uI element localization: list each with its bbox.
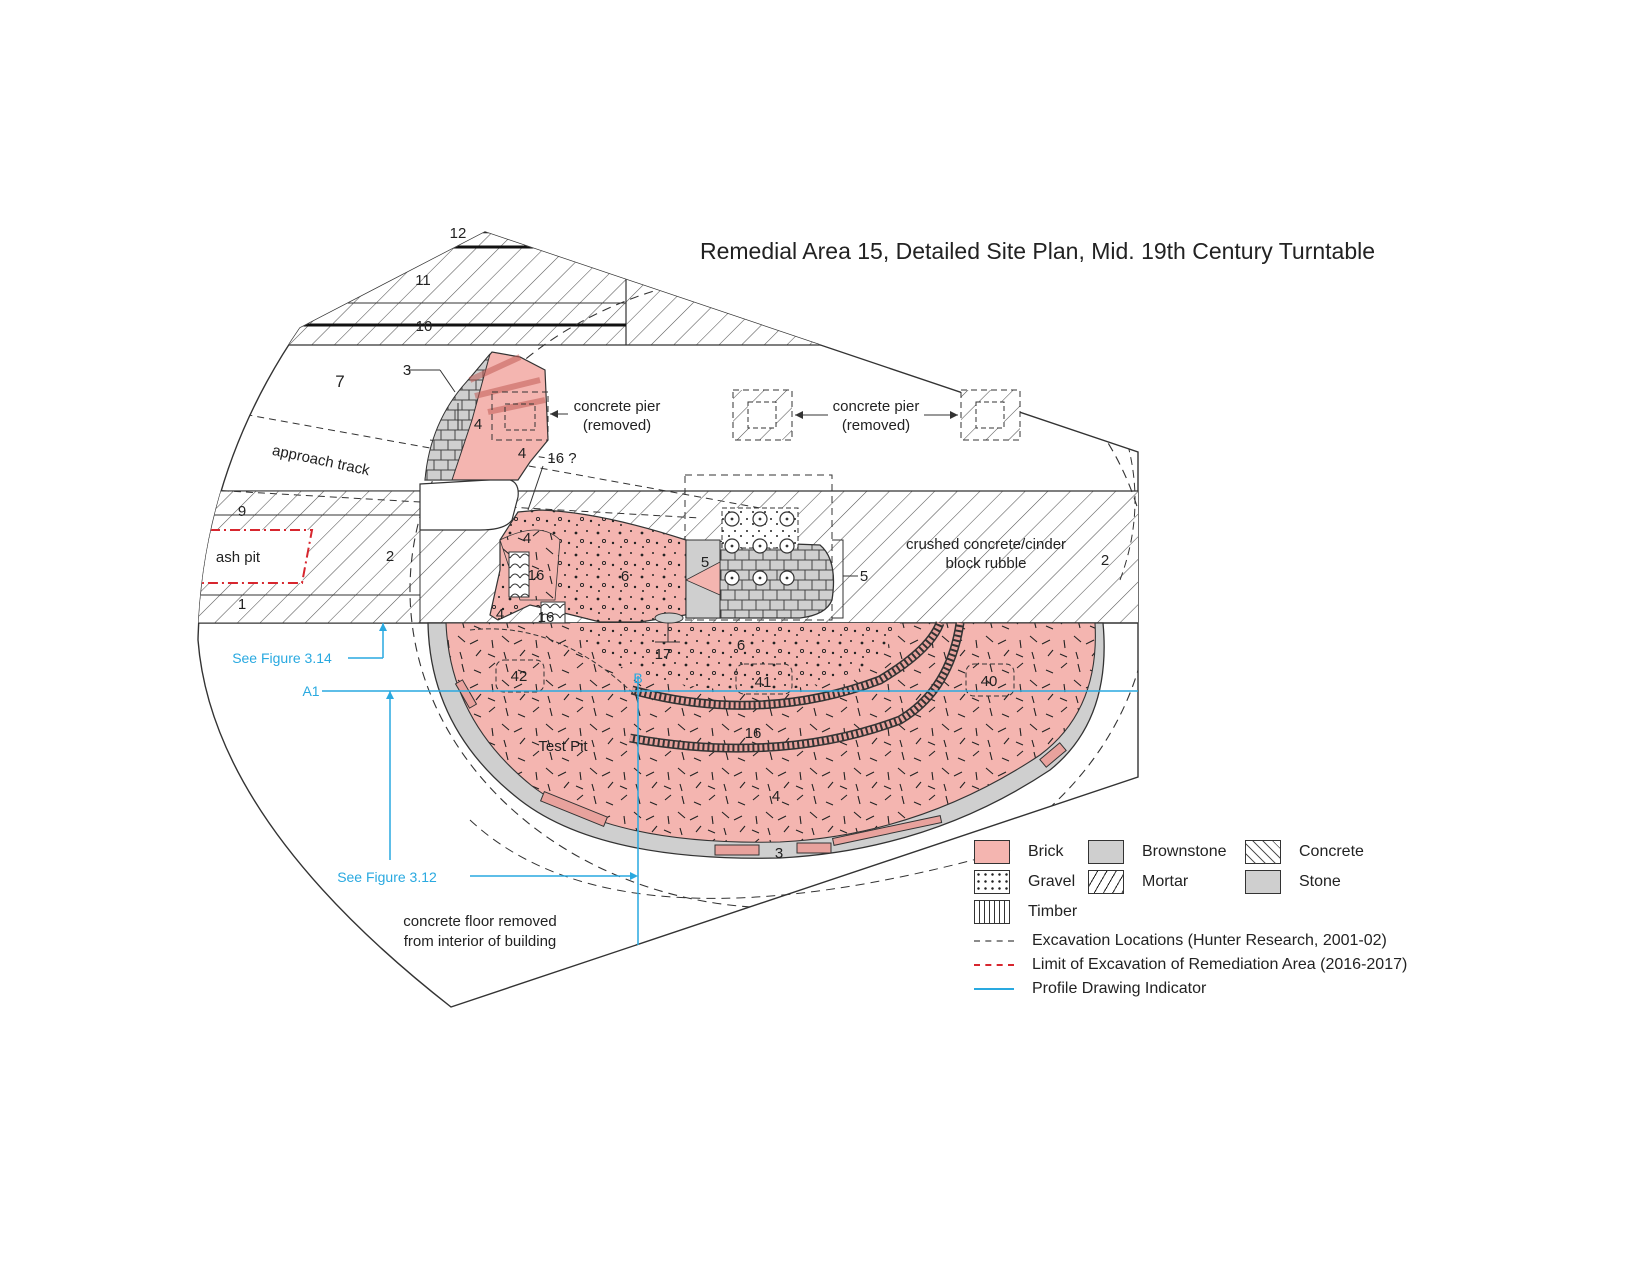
page-title: Remedial Area 15, Detailed Site Plan, Mi… (700, 238, 1376, 264)
rubble-sublabel: block rubble (946, 555, 1027, 572)
label-6-upper: 6 (621, 568, 629, 585)
profile-a1-label: A1 (302, 683, 319, 699)
label-42: 42 (511, 668, 528, 685)
label-6-pit: 6 (737, 637, 745, 654)
concrete-swatch-icon (1245, 840, 1281, 864)
label-4-low: 4 (496, 606, 504, 623)
legend-timber: Timber (974, 900, 1077, 924)
floor-removed-label: concrete floor removed (403, 913, 556, 930)
label-7: 7 (335, 372, 344, 391)
turntable-brick-fill (445, 622, 1096, 843)
legend-profile: Profile Drawing Indicator (974, 980, 1206, 998)
profile-line-icon (974, 988, 1014, 990)
legend-brownstone: Brownstone (1088, 840, 1227, 864)
legend-mortar: Mortar (1088, 870, 1188, 894)
label-4-upper-b: 4 (518, 445, 526, 462)
upper-concrete-band (198, 232, 1138, 345)
label-40: 40 (981, 673, 998, 690)
label-1: 1 (238, 596, 246, 613)
legend-brick: Brick (974, 840, 1064, 864)
brownstone-swatch-icon (1088, 840, 1124, 864)
mortar-swatch-icon (1088, 870, 1124, 894)
label-4-pit: 4 (772, 788, 780, 805)
see-figure-312-link[interactable]: See Figure 3.12 (337, 869, 437, 885)
legend-limit: Limit of Excavation of Remediation Area … (974, 956, 1407, 974)
legend-excavation: Excavation Locations (Hunter Research, 2… (974, 932, 1387, 950)
feature-41 (735, 663, 793, 695)
legend-gravel: Gravel (974, 870, 1075, 894)
pier-1-sublabel: (removed) (583, 417, 651, 434)
feature-42 (495, 659, 545, 693)
label-11: 11 (415, 272, 431, 289)
ash-pit-label: ash pit (216, 549, 261, 566)
pier-2-label: concrete pier (833, 398, 920, 415)
label-2-right: 2 (1101, 552, 1109, 569)
label-3-upper: 3 (403, 362, 411, 379)
label-5-stone: 5 (701, 554, 709, 571)
label-4-upper: 4 (474, 416, 482, 433)
label-10: 10 (416, 318, 433, 335)
gravel-swatch-icon (974, 870, 1010, 894)
floor-removed-sublabel: from interior of building (404, 933, 557, 950)
label-9: 9 (238, 503, 246, 520)
pier-1-label: concrete pier (574, 398, 661, 415)
label-16-low: 16 (538, 609, 555, 626)
limit-line-icon (974, 964, 1014, 966)
rubble-label: crushed concrete/cinder (906, 536, 1066, 553)
label-17: 17 (655, 646, 672, 663)
pier-2-sublabel: (removed) (842, 417, 910, 434)
see-figure-314-link[interactable]: See Figure 3.14 (232, 650, 332, 666)
label-16-ring: 16 (745, 725, 762, 742)
ash-pit (198, 529, 314, 584)
label-41: 41 (755, 674, 772, 691)
stone-swatch-icon (1245, 870, 1281, 894)
label-5-right: 5 (860, 568, 868, 585)
label-2-left: 2 (386, 548, 394, 565)
legend: Brick Brownstone Concrete Gravel Mortar … (970, 838, 1410, 1018)
label-3-rim: 3 (775, 845, 783, 862)
legend-stone: Stone (1245, 870, 1341, 894)
label-4-mid: 4 (523, 530, 531, 547)
label-12: 12 (450, 225, 467, 242)
timber-swatch-icon (974, 900, 1010, 924)
test-pit-label: Test Pit (538, 738, 588, 755)
brick-swatch-icon (974, 840, 1010, 864)
excavation-line-icon (974, 940, 1014, 942)
label-16-mid: 16 (528, 567, 545, 584)
feature-40 (965, 663, 1015, 697)
profile-b-label: B (633, 670, 642, 686)
label-16-question: 16 ? (547, 450, 576, 467)
legend-concrete: Concrete (1245, 840, 1364, 864)
